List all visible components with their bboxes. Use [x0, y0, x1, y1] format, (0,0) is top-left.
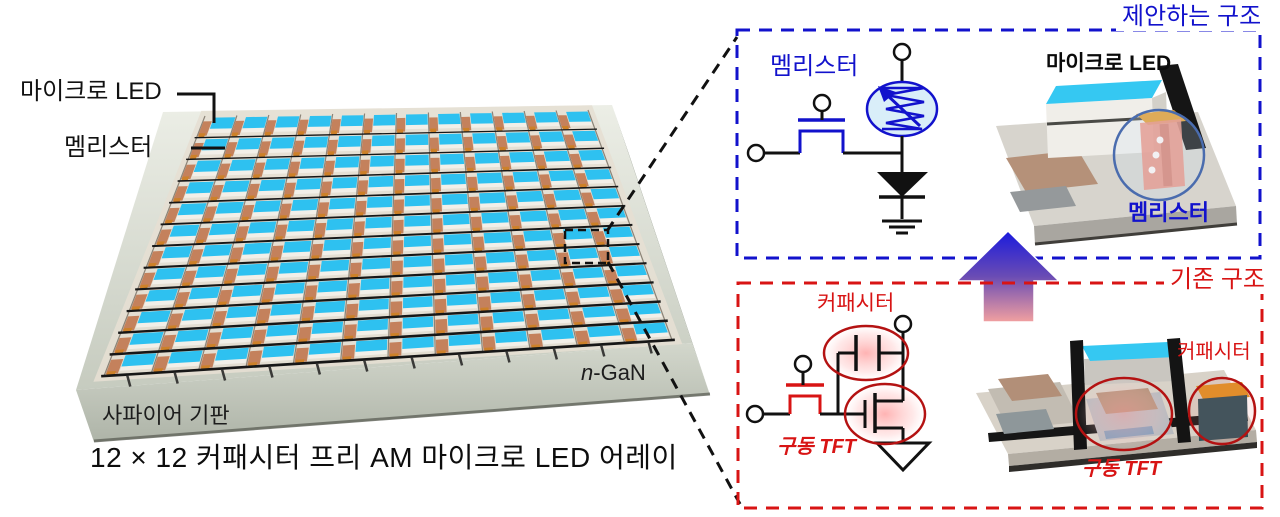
driving-tft-block	[1074, 376, 1174, 452]
switch-transistor-symbol	[745, 354, 865, 424]
label-pointers	[177, 92, 225, 150]
ngan-label: n-GaN	[581, 360, 646, 385]
ground-symbol	[882, 219, 922, 235]
driving-tft-symbol	[863, 393, 933, 473]
down-triangle-symbol	[873, 441, 933, 473]
proposed-circuit	[746, 42, 939, 235]
capacitor-symbol	[836, 314, 913, 414]
proposed-render-microled-label: 마이크로 LED	[1046, 52, 1172, 75]
proposed-circuit-memristor-label: 멤리스터	[770, 53, 859, 80]
callout-lines	[563, 36, 742, 505]
proposed-render-memristor-label: 멤리스터	[1128, 200, 1209, 225]
led-top	[1082, 342, 1176, 361]
led-diode-symbol	[877, 172, 928, 235]
conventional-circuit	[745, 314, 933, 473]
array-caption: 12 × 12 커패시터 프리 AM 마이크로 LED 어레이	[90, 442, 678, 473]
capacitor-block	[1187, 376, 1257, 446]
memristor-symbol	[865, 42, 939, 172]
memristor-pillar	[1112, 108, 1206, 202]
substrate-label: 사파이어 기판	[102, 403, 230, 428]
micro-led-label: 마이크로 LED	[20, 78, 162, 105]
conventional-circuit-tft-label: 구동 TFT	[777, 436, 857, 458]
capacitor-highlight	[824, 326, 908, 380]
memristor-label: 멤리스터	[64, 134, 153, 161]
upgrade-arrow	[955, 229, 1061, 323]
proposed-title: 제안하는 구조	[1116, 3, 1268, 31]
tft-highlight	[845, 384, 925, 444]
conventional-render-tft-label: 구동 TFT	[1082, 458, 1162, 480]
micro-led-top	[1046, 80, 1162, 104]
conventional-title: 기존 구조	[1164, 266, 1271, 294]
conventional-device-render	[976, 338, 1257, 472]
select-transistor-symbol	[746, 93, 902, 163]
micro-led-array	[93, 105, 683, 387]
conventional-circuit-capacitor-label: 커패시터	[817, 292, 895, 315]
conventional-render-capacitor-label: 커패시터	[1177, 341, 1251, 363]
proposed-device-render	[996, 64, 1238, 246]
